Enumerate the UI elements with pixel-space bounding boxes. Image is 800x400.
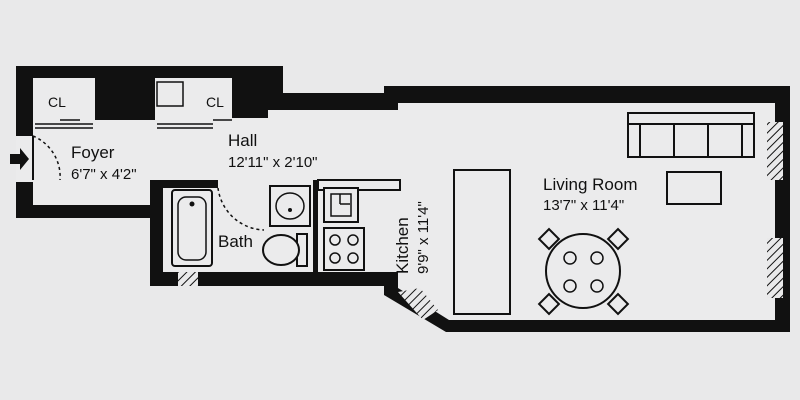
kitchen-label: Kitchen [393, 217, 412, 274]
closet-label-left: CL [48, 94, 66, 110]
sofa [627, 112, 755, 158]
entry-arrow-icon [10, 148, 29, 170]
kitchen-dimensions: 9'9" x 11'4" [415, 201, 432, 274]
hall-label: Hall [228, 131, 257, 150]
window [398, 288, 438, 320]
closet-fixture [156, 81, 184, 107]
living-room-label: Living Room [543, 175, 638, 194]
partition-wall [150, 180, 218, 188]
vent [178, 272, 198, 286]
entry-door-swing [32, 135, 61, 181]
closet-wall-block-right [232, 78, 268, 118]
window [767, 238, 783, 298]
toilet [262, 233, 308, 267]
coffee-table [666, 171, 722, 205]
kitchen-sink [323, 187, 359, 223]
living-room-dimensions: 13'7" x 11'4" [543, 197, 624, 214]
hall-dimensions: 12'11" x 2'10" [228, 154, 318, 171]
closet-label-right: CL [206, 94, 224, 110]
kitchen-island [453, 169, 511, 315]
foyer-dimensions: 6'7" x 4'2" [71, 166, 137, 183]
partition-wall [313, 180, 318, 272]
bathtub [171, 189, 213, 267]
window [767, 122, 783, 180]
bath-door-swing [217, 187, 265, 231]
partition-wall [150, 180, 163, 286]
bath-label: Bath [218, 232, 253, 251]
closet-wall-block [95, 78, 155, 120]
stove [323, 227, 365, 271]
closet-doors [35, 119, 232, 129]
foyer-label: Foyer [71, 143, 115, 162]
dining-table [537, 227, 630, 316]
bath-sink [269, 185, 311, 227]
